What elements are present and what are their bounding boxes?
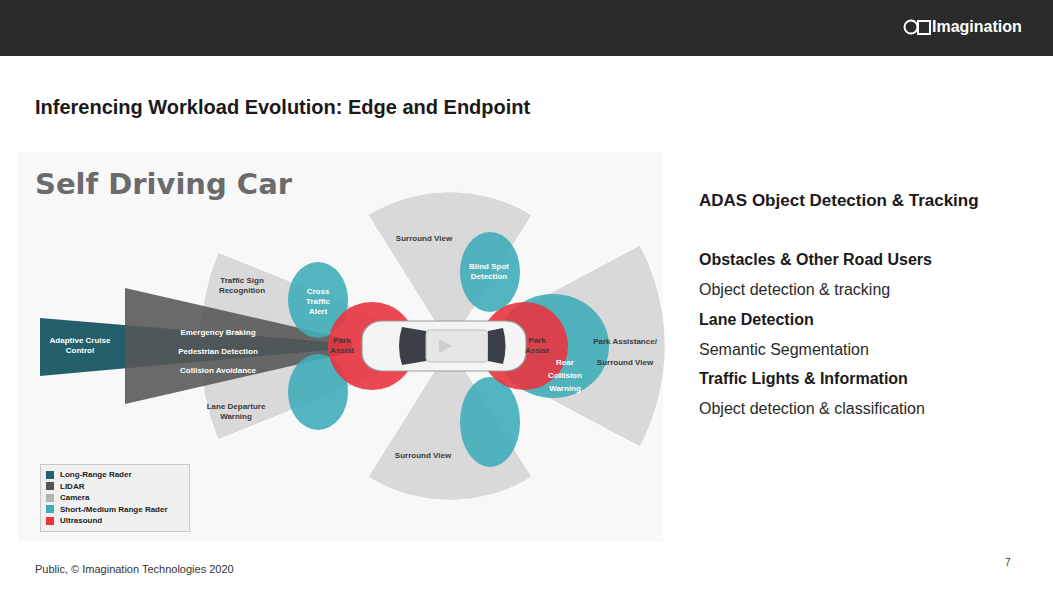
sensor-zone-label: Traffic Sign Recognition xyxy=(206,275,278,297)
sensor-zone-label: Cross Traffic Alert xyxy=(298,286,338,318)
zone-text: Cross Traffic Alert xyxy=(299,287,337,317)
sensor-zone-label: Rear Collision Warning xyxy=(542,355,588,396)
sensor-zone-label: Park Assist xyxy=(325,335,359,357)
legend-text: Ultrasound xyxy=(60,516,102,525)
zone-text: Lane Departure Warning xyxy=(201,402,271,422)
list-item: Object detection & tracking xyxy=(699,281,890,299)
radar-lobe xyxy=(460,377,520,467)
image-background xyxy=(18,152,663,541)
zone-text: Blind Spot Detection xyxy=(467,262,511,282)
car-rear-window xyxy=(488,328,506,364)
legend-row: Ultrasound xyxy=(46,515,184,527)
legend-swatch xyxy=(46,494,54,502)
zone-text: Surround View xyxy=(388,451,458,461)
list-heading: Traffic Lights & Information xyxy=(699,370,908,388)
zone-text: Collision Avoidance xyxy=(167,361,269,380)
image-heading: Self Driving Car xyxy=(35,167,292,201)
sensor-zone-label: Park Assistance/ Surround View xyxy=(589,330,661,374)
sensor-zone-label: Surround View xyxy=(388,233,460,245)
car xyxy=(362,321,526,371)
sensor-zone-label: Adaptive Cruise Control xyxy=(43,335,117,357)
legend-row: Short-/Medium Range Rader xyxy=(46,504,184,516)
sensor-zone-label: Emergency BrakingPedestrian DetectionCol… xyxy=(166,322,270,381)
list-heading: ADAS Object Detection & Tracking xyxy=(699,191,979,211)
legend-row: LIDAR xyxy=(46,481,184,493)
short-range-radar-zones xyxy=(288,232,609,467)
zone-text: Park Assistance/ Surround View xyxy=(590,331,660,373)
zone-text: Emergency Braking xyxy=(167,323,269,342)
sensor-zone-label: Park Assist xyxy=(520,335,554,357)
legend-text: Camera xyxy=(60,493,89,502)
footer-text: Public, © Imagination Technologies 2020 xyxy=(35,563,234,575)
legend-box: Long-Range RaderLIDAR CameraShort-/Medium… xyxy=(40,464,190,532)
legend-row: Long-Range Rader xyxy=(46,469,184,481)
zone-text: Traffic Sign Recognition xyxy=(207,276,277,296)
legend-text: LIDAR xyxy=(60,482,84,491)
list-item: Object detection & classification xyxy=(699,400,925,418)
header-bar xyxy=(0,0,1053,56)
sensor-zone-label: Lane Departure Warning xyxy=(200,401,272,423)
page-number: 7 xyxy=(1005,557,1011,568)
legend-swatch xyxy=(46,482,54,490)
logo-square xyxy=(918,21,930,34)
legend-swatch xyxy=(46,471,54,479)
car-body xyxy=(362,321,526,371)
zone-text: Adaptive Cruise Control xyxy=(44,336,116,356)
legend-text: Short-/Medium Range Rader xyxy=(60,505,168,514)
play-mark xyxy=(439,339,452,353)
zone-text: Park Assist xyxy=(326,336,358,356)
car-windshield xyxy=(399,327,426,365)
legend-row: Camera xyxy=(46,492,184,504)
list-heading: Lane Detection xyxy=(699,311,814,329)
list-item: Semantic Segmentation xyxy=(699,341,869,359)
legend-swatch xyxy=(46,505,54,513)
logo-circle xyxy=(905,21,918,34)
ultrasound-zones xyxy=(328,302,568,390)
sensor-zone-label: Blind Spot Detection xyxy=(466,261,512,283)
zone-text: Surround View xyxy=(389,234,459,244)
slide-title: Inferencing Workload Evolution: Edge and… xyxy=(35,96,530,119)
zone-text: Pedestrian Detection xyxy=(167,342,269,361)
list-heading: Obstacles & Other Road Users xyxy=(699,251,932,269)
legend-text: Long-Range Rader xyxy=(60,470,132,479)
legend-swatch xyxy=(46,517,54,525)
radar-lobe xyxy=(460,232,520,312)
zone-text: Rear Collision Warning xyxy=(543,356,587,395)
car-roof xyxy=(426,330,488,362)
sensor-zone-label: Surround View xyxy=(387,450,459,462)
logo-text: Imagination xyxy=(932,18,1022,36)
zone-text: Park Assist xyxy=(521,336,553,356)
